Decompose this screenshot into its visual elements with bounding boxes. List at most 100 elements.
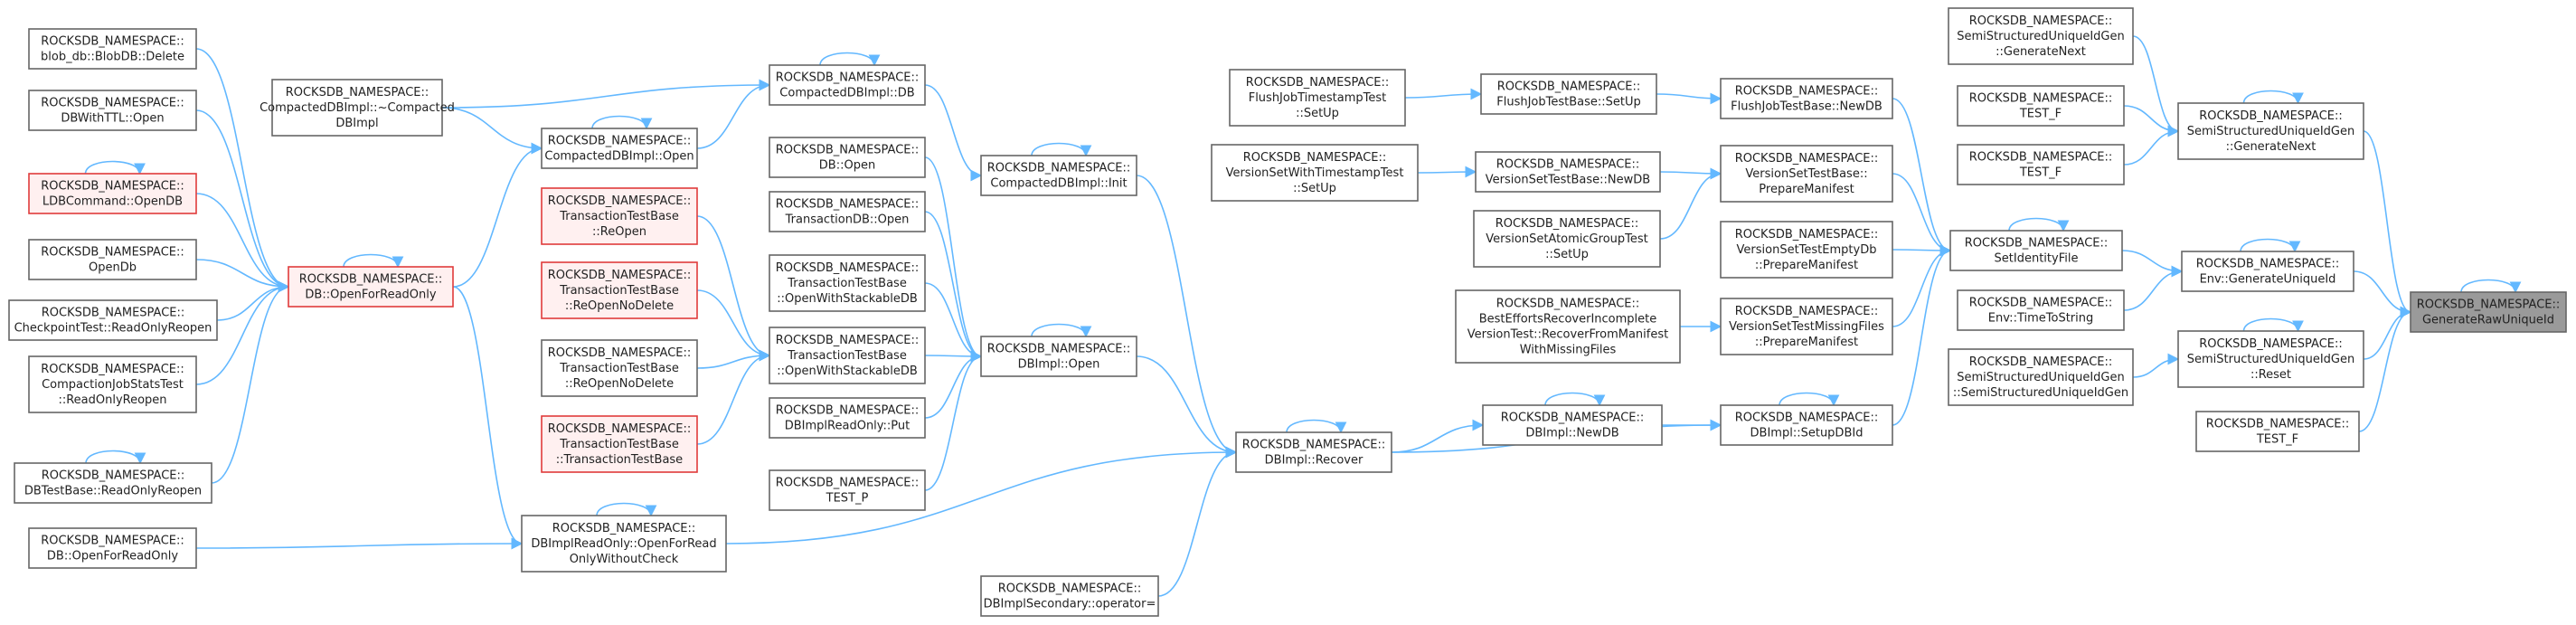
- node-box[interactable]: [769, 397, 926, 439]
- node-box[interactable]: [271, 79, 443, 137]
- node-box[interactable]: [1948, 348, 2134, 406]
- graph-node[interactable]: ROCKSDB_NAMESPACE::DB::Open: [769, 137, 926, 178]
- graph-node[interactable]: ROCKSDB_NAMESPACE::DBImpl::Open: [980, 323, 1137, 377]
- graph-node[interactable]: ROCKSDB_NAMESPACE::VersionSetTestBase::N…: [1475, 151, 1661, 193]
- graph-node[interactable]: ROCKSDB_NAMESPACE::VersionSetTestBase::P…: [1720, 145, 1893, 203]
- graph-node[interactable]: ROCKSDB_NAMESPACE::TransactionTestBase::…: [769, 327, 926, 384]
- graph-node[interactable]: ROCKSDB_NAMESPACE::TEST_F: [1957, 85, 2125, 127]
- graph-node[interactable]: ROCKSDB_NAMESPACE::OpenDb: [28, 239, 197, 280]
- node-box[interactable]: [541, 339, 698, 397]
- node-box[interactable]: [1720, 221, 1893, 279]
- graph-node[interactable]: ROCKSDB_NAMESPACE::TEST_P: [769, 469, 926, 511]
- graph-node[interactable]: ROCKSDB_NAMESPACE::TransactionTestBase::…: [541, 187, 698, 245]
- graph-node[interactable]: ROCKSDB_NAMESPACE::TransactionTestBase::…: [541, 261, 698, 319]
- node-box[interactable]: [1720, 78, 1893, 119]
- node-box[interactable]: [541, 261, 698, 319]
- node-box[interactable]: [541, 187, 698, 245]
- graph-node[interactable]: ROCKSDB_NAMESPACE::VersionSetTestEmptyDb…: [1720, 221, 1893, 279]
- graph-node[interactable]: ROCKSDB_NAMESPACE::DBTestBase::ReadOnlyR…: [14, 450, 212, 504]
- graph-node[interactable]: ROCKSDB_NAMESPACE::DBImplReadOnly::Put: [769, 397, 926, 439]
- graph-node[interactable]: ROCKSDB_NAMESPACE::TEST_F: [2195, 411, 2360, 452]
- graph-node[interactable]: ROCKSDB_NAMESPACE::Env::GenerateUniqueId: [2181, 238, 2354, 292]
- node-box[interactable]: [769, 191, 926, 232]
- node-box[interactable]: [1482, 404, 1663, 446]
- node-box[interactable]: [14, 462, 212, 504]
- node-box[interactable]: [1211, 144, 1419, 202]
- node-box[interactable]: [1473, 210, 1661, 268]
- node-box[interactable]: [28, 527, 197, 569]
- node-box[interactable]: [28, 28, 197, 70]
- node-box[interactable]: [1475, 151, 1661, 193]
- node-box[interactable]: [769, 64, 926, 106]
- graph-node[interactable]: ROCKSDB_NAMESPACE::GenerateRawUniqueId: [2410, 279, 2567, 333]
- node-box[interactable]: [2177, 102, 2364, 160]
- graph-node[interactable]: ROCKSDB_NAMESPACE::CompactedDBImpl::DB: [769, 52, 926, 106]
- graph-node[interactable]: ROCKSDB_NAMESPACE::TransactionTestBase::…: [541, 415, 698, 473]
- node-box[interactable]: [1957, 144, 2125, 185]
- node-box[interactable]: [1720, 298, 1893, 355]
- node-box[interactable]: [2195, 411, 2360, 452]
- graph-node[interactable]: ROCKSDB_NAMESPACE::CompactedDBImpl::Open: [541, 115, 698, 169]
- node-box[interactable]: [2181, 251, 2354, 292]
- node-box[interactable]: [541, 128, 698, 169]
- graph-node[interactable]: ROCKSDB_NAMESPACE::DBImpl::SetupDBId: [1720, 392, 1893, 446]
- graph-node[interactable]: ROCKSDB_NAMESPACE::CompactedDBImpl::Init: [980, 142, 1137, 196]
- node-box[interactable]: [1949, 230, 2123, 271]
- node-box[interactable]: [769, 327, 926, 384]
- node-box[interactable]: [980, 336, 1137, 377]
- node-box[interactable]: [769, 137, 926, 178]
- graph-node[interactable]: ROCKSDB_NAMESPACE::SemiStructuredUniqueI…: [2177, 90, 2364, 160]
- node-box[interactable]: [288, 266, 454, 308]
- node-box[interactable]: [28, 90, 197, 131]
- graph-node[interactable]: ROCKSDB_NAMESPACE::TransactionTestBase::…: [541, 339, 698, 397]
- node-box[interactable]: [1720, 145, 1893, 203]
- graph-node[interactable]: ROCKSDB_NAMESPACE::SemiStructuredUniqueI…: [1948, 7, 2134, 65]
- graph-node[interactable]: ROCKSDB_NAMESPACE::CheckpointTest::ReadO…: [8, 299, 218, 341]
- node-box[interactable]: [1229, 69, 1406, 127]
- graph-node[interactable]: ROCKSDB_NAMESPACE::FlushJobTestBase::Set…: [1480, 73, 1657, 115]
- node-box[interactable]: [769, 254, 926, 312]
- node-box[interactable]: [2177, 330, 2364, 388]
- graph-node[interactable]: ROCKSDB_NAMESPACE::CompactedDBImpl::~Com…: [259, 79, 455, 137]
- node-box[interactable]: [1948, 7, 2134, 65]
- node-box[interactable]: [980, 575, 1159, 617]
- graph-node[interactable]: ROCKSDB_NAMESPACE::FlushJobTestBase::New…: [1720, 78, 1893, 119]
- graph-node[interactable]: ROCKSDB_NAMESPACE::TransactionDB::Open: [769, 191, 926, 232]
- node-box[interactable]: [521, 515, 727, 573]
- node-box[interactable]: [1235, 431, 1392, 473]
- node-box[interactable]: [1957, 85, 2125, 127]
- node-box[interactable]: [1480, 73, 1657, 115]
- graph-node[interactable]: ROCKSDB_NAMESPACE::CompactionJobStatsTes…: [28, 355, 197, 413]
- graph-node[interactable]: ROCKSDB_NAMESPACE::TEST_F: [1957, 144, 2125, 185]
- node-box[interactable]: [980, 155, 1137, 196]
- node-box[interactable]: [769, 469, 926, 511]
- graph-node[interactable]: ROCKSDB_NAMESPACE::FlushJobTimestampTest…: [1229, 69, 1406, 127]
- node-box[interactable]: [1455, 289, 1681, 364]
- graph-node[interactable]: ROCKSDB_NAMESPACE::DBWithTTL::Open: [28, 90, 197, 131]
- node-box[interactable]: [541, 415, 698, 473]
- graph-node[interactable]: ROCKSDB_NAMESPACE::DBImpl::NewDB: [1482, 392, 1663, 446]
- node-box[interactable]: [28, 239, 197, 280]
- graph-node[interactable]: ROCKSDB_NAMESPACE::DB::OpenForReadOnly: [288, 253, 454, 308]
- graph-node[interactable]: ROCKSDB_NAMESPACE::VersionSetWithTimesta…: [1211, 144, 1419, 202]
- node-box[interactable]: [2410, 291, 2567, 333]
- node-box[interactable]: [28, 173, 197, 214]
- graph-node[interactable]: ROCKSDB_NAMESPACE::VersionSetTestMissing…: [1720, 298, 1893, 355]
- node-box[interactable]: [1957, 289, 2125, 331]
- node-box[interactable]: [8, 299, 218, 341]
- node-box[interactable]: [28, 355, 197, 413]
- graph-node[interactable]: ROCKSDB_NAMESPACE::BestEffortsRecoverInc…: [1455, 289, 1681, 364]
- graph-node[interactable]: ROCKSDB_NAMESPACE::VersionSetAtomicGroup…: [1473, 210, 1661, 268]
- graph-node[interactable]: ROCKSDB_NAMESPACE::SemiStructuredUniqueI…: [2177, 317, 2364, 388]
- graph-node[interactable]: ROCKSDB_NAMESPACE::SetIdentityFile: [1949, 217, 2123, 271]
- graph-node[interactable]: ROCKSDB_NAMESPACE::TransactionTestBase::…: [769, 254, 926, 312]
- graph-node[interactable]: ROCKSDB_NAMESPACE::DBImplReadOnly::OpenF…: [521, 502, 727, 573]
- node-box[interactable]: [1720, 404, 1893, 446]
- graph-node[interactable]: ROCKSDB_NAMESPACE::Env::TimeToString: [1957, 289, 2125, 331]
- graph-node[interactable]: ROCKSDB_NAMESPACE::blob_db::BlobDB::Dele…: [28, 28, 197, 70]
- graph-node[interactable]: ROCKSDB_NAMESPACE::DB::OpenForReadOnly: [28, 527, 197, 569]
- graph-node[interactable]: ROCKSDB_NAMESPACE::DBImplSecondary::oper…: [980, 575, 1159, 617]
- graph-node[interactable]: ROCKSDB_NAMESPACE::SemiStructuredUniqueI…: [1948, 348, 2134, 406]
- graph-node[interactable]: ROCKSDB_NAMESPACE::DBImpl::Recover: [1235, 419, 1392, 473]
- graph-node[interactable]: ROCKSDB_NAMESPACE::LDBCommand::OpenDB: [28, 160, 197, 214]
